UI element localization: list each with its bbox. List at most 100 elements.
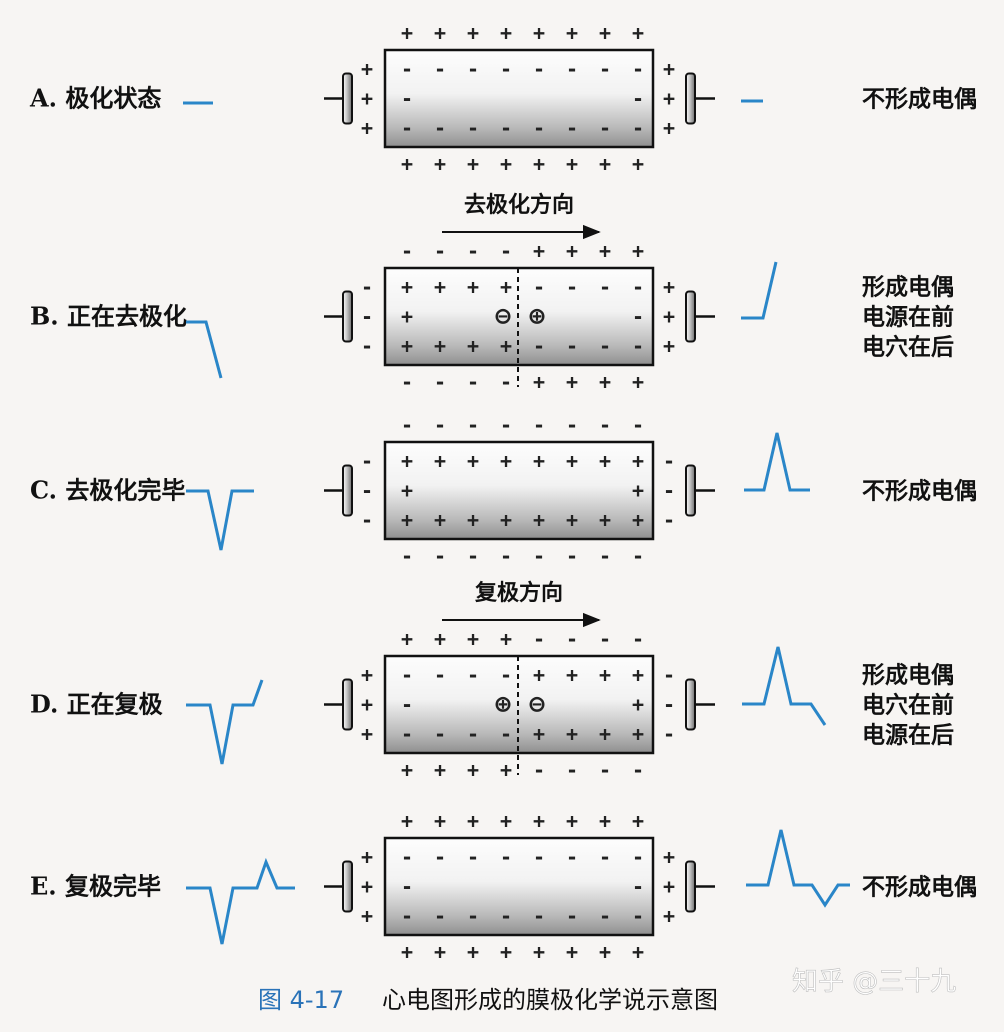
outer-right-sign: + [663,904,675,928]
outer-top-sign: - [632,627,644,651]
outer-top-sign: + [533,809,545,833]
inner-bottom-sign: + [434,508,446,532]
outer-bottom-sign: - [467,544,479,568]
outer-top-sign: - [632,413,644,437]
outer-left-sign: + [361,875,373,899]
outer-bottom-sign: + [632,152,644,176]
outer-bottom-sign: + [599,940,611,964]
inner-top-sign: + [434,449,446,473]
inner-right-sign: - [632,875,644,899]
outer-top-sign: - [467,239,479,263]
dipole-note-line: 不形成电偶 [862,87,977,113]
electrode-right [685,72,696,125]
outer-right-sign: + [663,305,675,329]
inner-bottom-sign: - [434,722,446,746]
direction-label: 复极方向 [474,580,563,606]
inner-bottom-sign: + [467,334,479,358]
outer-top-sign: + [533,21,545,45]
inner-bottom-sign: + [467,508,479,532]
cell-membrane [383,836,655,937]
outer-bottom-sign: + [500,940,512,964]
outer-top-sign: - [566,627,578,651]
row-d: D. 正在复极++++----++++--------++++----++++-… [30,580,954,782]
outer-left-sign: + [361,116,373,140]
outer-bottom-sign: - [467,370,479,394]
inner-bottom-sign: + [500,334,512,358]
outer-right-sign: + [663,875,675,899]
inner-bottom-sign: + [566,508,578,532]
inner-top-sign: + [467,275,479,299]
dipole-note-line: 不形成电偶 [862,875,977,901]
inner-bottom-sign: - [533,334,545,358]
row-a: A. 极化状态++++++++++++++++-----------------… [29,21,977,176]
dipole-note-line: 形成电偶 [862,663,954,689]
inner-right-sign: - [632,305,644,329]
outer-bottom-sign: - [401,370,413,394]
outer-right-sign: - [663,449,675,473]
inner-top-sign: - [500,845,512,869]
outer-top-sign: + [434,21,446,45]
outer-top-sign: + [500,627,512,651]
dipole-note-line: 电源在前 [862,304,954,331]
outer-left-sign: - [361,305,373,329]
row-e: E. 复极完毕++++++++++++++++-----------------… [30,809,977,964]
outer-left-sign: + [361,904,373,928]
outer-left-sign: + [361,663,373,687]
inner-top-sign: + [401,275,413,299]
ecg-trace-left [186,679,264,765]
inner-right-sign: + [632,479,644,503]
outer-bottom-sign: - [500,370,512,394]
outer-bottom-sign: + [632,370,644,394]
inner-top-sign: - [500,663,512,687]
inner-top-sign: + [500,275,512,299]
outer-left-sign: + [361,57,373,81]
inner-bottom-sign: + [632,508,644,532]
inner-top-sign: - [599,275,611,299]
outer-top-sign: + [632,809,644,833]
inner-bottom-sign: - [599,334,611,358]
inner-top-sign: - [434,845,446,869]
inner-top-sign: + [566,449,578,473]
electrode-right [685,678,696,731]
outer-left-sign: + [361,693,373,717]
inner-top-sign: - [566,845,578,869]
electrode-left [342,860,353,913]
inner-bottom-sign: - [533,904,545,928]
outer-bottom-sign: - [599,544,611,568]
outer-left-sign: + [361,722,373,746]
outer-bottom-sign: - [599,758,611,782]
outer-right-sign: - [663,693,675,717]
outer-bottom-sign: - [533,544,545,568]
inner-bottom-sign: - [632,116,644,140]
dipole-note-line: 不形成电偶 [862,479,977,505]
outer-bottom-sign: + [401,152,413,176]
outer-top-sign: - [599,627,611,651]
outer-top-sign: + [632,239,644,263]
outer-bottom-sign: + [533,370,545,394]
outer-left-sign: - [361,275,373,299]
outer-left-sign: + [361,845,373,869]
inner-top-sign: - [533,57,545,81]
outer-top-sign: + [500,21,512,45]
ecg-trace-right [742,646,827,726]
inner-top-sign: + [632,663,644,687]
outer-bottom-sign: - [566,544,578,568]
outer-top-sign: - [500,413,512,437]
inner-bottom-sign: - [566,116,578,140]
outer-top-sign: - [533,413,545,437]
inner-left-sign: + [401,479,413,503]
inner-bottom-sign: + [533,722,545,746]
inner-top-sign: - [401,663,413,687]
outer-top-sign: + [401,809,413,833]
inner-bottom-sign: - [599,116,611,140]
inner-left-sign: - [401,875,413,899]
outer-right-sign: - [663,479,675,503]
inner-top-sign: - [434,663,446,687]
inner-top-sign: - [632,845,644,869]
outer-right-sign: + [663,57,675,81]
outer-bottom-sign: + [434,940,446,964]
inner-bottom-sign: - [434,116,446,140]
outer-bottom-sign: + [401,758,413,782]
inner-top-sign: + [632,449,644,473]
outer-top-sign: - [434,413,446,437]
